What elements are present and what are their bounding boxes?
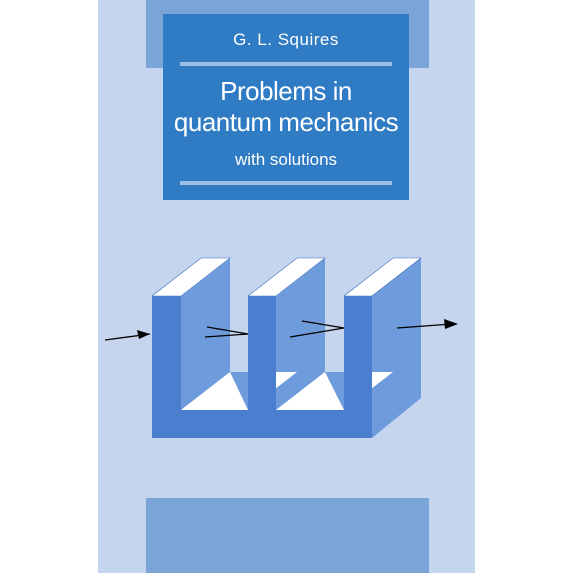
outgoing-path bbox=[396, 323, 453, 329]
path-between-slits bbox=[289, 320, 345, 338]
base-side-face bbox=[372, 258, 421, 438]
slab-1-side bbox=[181, 258, 230, 410]
path-through-slit-1 bbox=[204, 326, 249, 338]
outgoing-arrowhead bbox=[444, 319, 458, 329]
title-line-1: Problems in bbox=[220, 76, 352, 106]
title-line-2: quantum mechanics bbox=[173, 107, 399, 137]
title-box: G. L. Squires Problems in quantum mechan… bbox=[163, 14, 409, 200]
top-rule bbox=[180, 62, 392, 66]
particle-paths bbox=[104, 320, 453, 341]
bottom-rule bbox=[180, 181, 392, 185]
floor-2-back bbox=[325, 372, 344, 410]
comb-front-face bbox=[152, 296, 372, 438]
book-subtitle: with solutions bbox=[234, 150, 338, 169]
incoming-arrowhead bbox=[137, 330, 150, 339]
author-name: G. L. Squires bbox=[233, 30, 339, 49]
floor-1-back bbox=[230, 372, 248, 410]
book-title: Problems in quantum mechanics bbox=[163, 76, 409, 138]
bottom-band bbox=[146, 498, 429, 573]
